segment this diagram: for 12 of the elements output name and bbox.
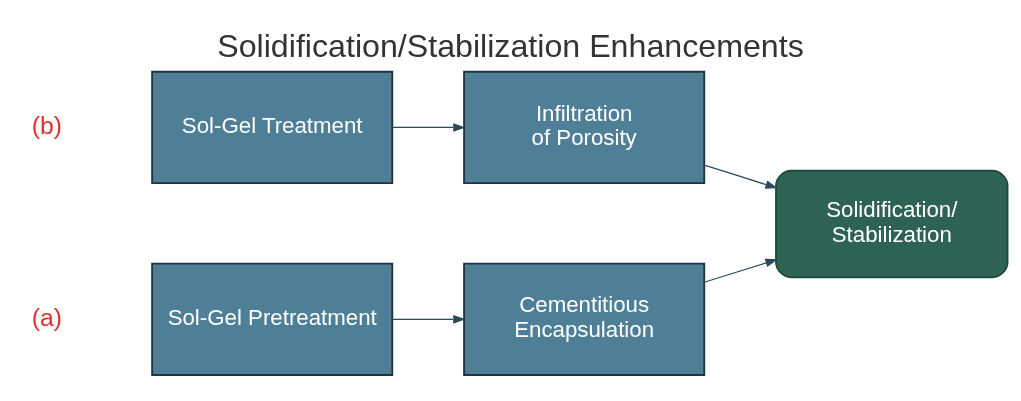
diagram-title: Solidification/Stabilization Enhancements — [217, 27, 804, 64]
arrow — [392, 123, 466, 132]
node-box: Cementitious Encapsulation — [463, 262, 706, 376]
node-box: Sol-Gel Pretreatment — [151, 262, 394, 376]
node-box: Sol-Gel Treatment — [151, 70, 394, 185]
arrow — [392, 315, 466, 324]
label: (b) — [31, 111, 63, 139]
arrow — [703, 258, 778, 283]
node-box: Infiltration of Porosity — [463, 70, 706, 185]
node-box: Solidification/ Stabilization — [775, 169, 1009, 279]
label: (a) — [31, 303, 63, 331]
arrow — [703, 164, 778, 189]
